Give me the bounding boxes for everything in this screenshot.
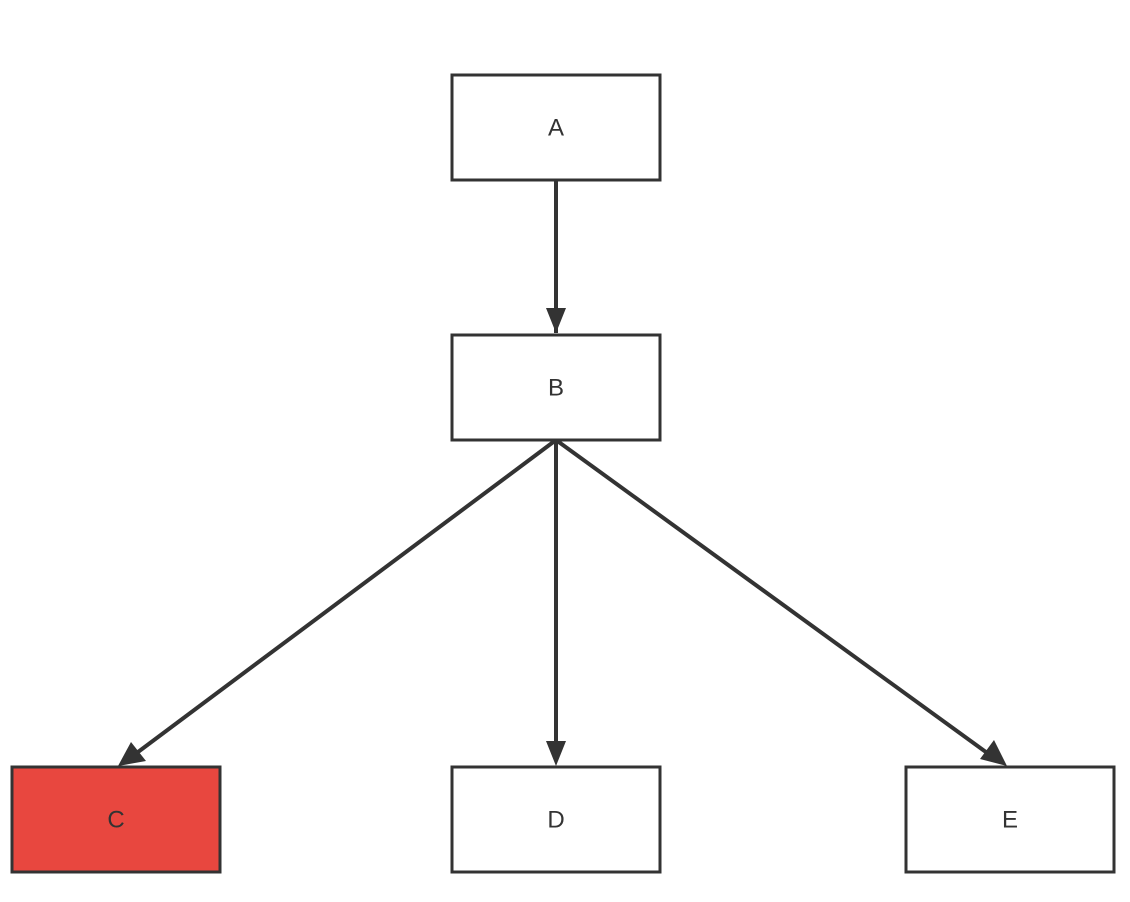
node-b[interactable]: B [450,333,662,442]
arrowhead-b-c [118,742,146,766]
node-a-box [450,73,662,182]
node-b-label: B [548,374,564,401]
node-b-box [450,333,662,442]
node-a-label: A [548,114,564,141]
node-e-label: E [1002,806,1018,833]
node-c-label: C [107,806,124,833]
node-c-box [10,765,222,874]
edges [118,180,1007,766]
edge-b-c [132,438,558,757]
edge-b-e [554,438,992,757]
arrowhead-b-d [546,741,566,766]
arrowhead-b-e [980,740,1007,766]
node-e[interactable]: E [904,765,1116,874]
node-d-box [450,765,662,874]
node-a[interactable]: A [450,73,662,182]
node-d-label: D [547,806,564,833]
node-e-box [904,765,1116,874]
node-d[interactable]: D [450,765,662,874]
node-c[interactable]: C [10,765,222,874]
arrowhead-a-b [546,308,566,333]
